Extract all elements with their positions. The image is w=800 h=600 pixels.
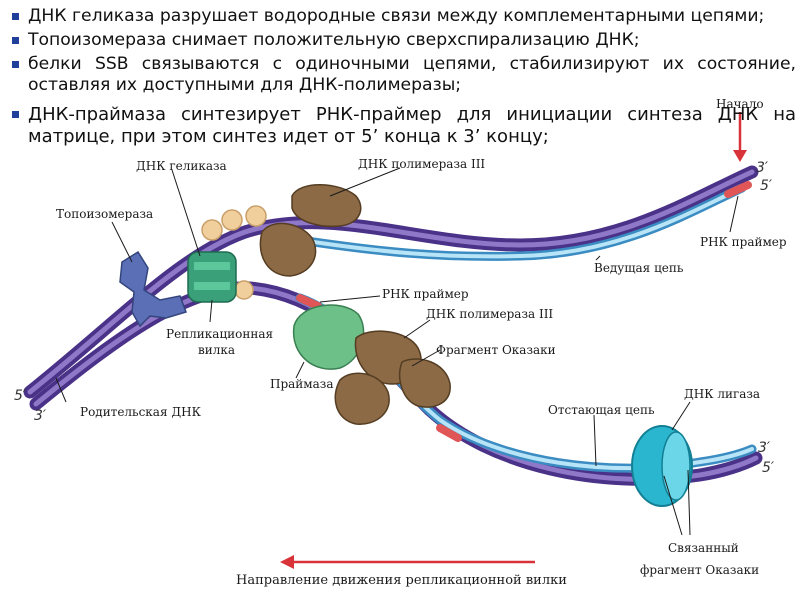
leader-lines xyxy=(55,167,739,536)
label-parent-dna: Родительская ДНК xyxy=(80,405,202,419)
rna-primer-okazaki xyxy=(436,424,462,442)
bullet-primase: ДНК-праймаза синтезирует РНК-праймер для… xyxy=(10,104,796,148)
label-direction: Направление движения репликационной вилк… xyxy=(236,573,567,588)
label-polymerase-top: ДНК полимераза III xyxy=(358,157,485,171)
label-linked-okazaki-1: Связанный xyxy=(668,541,739,555)
start-arrow xyxy=(733,112,747,162)
label-helicase: ДНК геликаза xyxy=(136,159,227,173)
end-top-3: 3′ xyxy=(756,160,769,176)
bullet-helicase: ДНК геликаза разрушает водородные связи … xyxy=(10,6,796,27)
direction-arrow xyxy=(280,555,535,569)
label-polymerase-mid: ДНК полимераза III xyxy=(426,307,553,321)
label-linked-okazaki-2: фрагмент Оказаки xyxy=(640,563,759,577)
ligase-enzyme xyxy=(631,425,693,507)
rna-primer-leading xyxy=(724,181,752,198)
label-rna-primer-mid: РНК праймер xyxy=(382,287,469,301)
end-top-5: 5′ xyxy=(760,178,773,194)
label-rna-primer-top: РНК праймер xyxy=(700,235,787,249)
bullet-topoisomerase: Топоизомераза снимает положительную свер… xyxy=(10,30,796,51)
label-replication-fork-2: вилка xyxy=(198,343,235,357)
primase-enzyme xyxy=(292,304,365,370)
end-left-5: 5′ xyxy=(14,388,27,404)
leading-strand xyxy=(295,181,752,261)
label-topoisomerase: Топоизомераза xyxy=(56,207,153,221)
rna-primer-lagging xyxy=(296,294,322,310)
label-primase: Праймаза xyxy=(270,377,334,391)
topoisomerase-enzyme xyxy=(119,250,187,328)
label-start: Начало xyxy=(716,97,764,111)
label-okazaki: Фрагмент Оказаки xyxy=(436,343,556,357)
end-bottom-3: 3′ xyxy=(758,440,771,456)
bullet-list: ДНК геликаза разрушает водородные связи … xyxy=(10,6,796,151)
end-bottom-5: 5′ xyxy=(762,460,775,476)
polymerase-lagging xyxy=(334,330,451,425)
polymerase-leading xyxy=(259,184,362,277)
label-leading-strand: Ведущая цепь xyxy=(594,261,684,275)
helicase-enzyme xyxy=(187,251,237,303)
label-replication-fork-1: Репликационная xyxy=(166,327,273,341)
bullet-ssb: белки SSB связываются с одиночными цепям… xyxy=(10,54,796,96)
end-left-3: 3′ xyxy=(34,408,47,424)
label-dna-ligase: ДНК лигаза xyxy=(684,387,760,401)
label-lagging-strand: Отстающая цепь xyxy=(548,403,655,417)
